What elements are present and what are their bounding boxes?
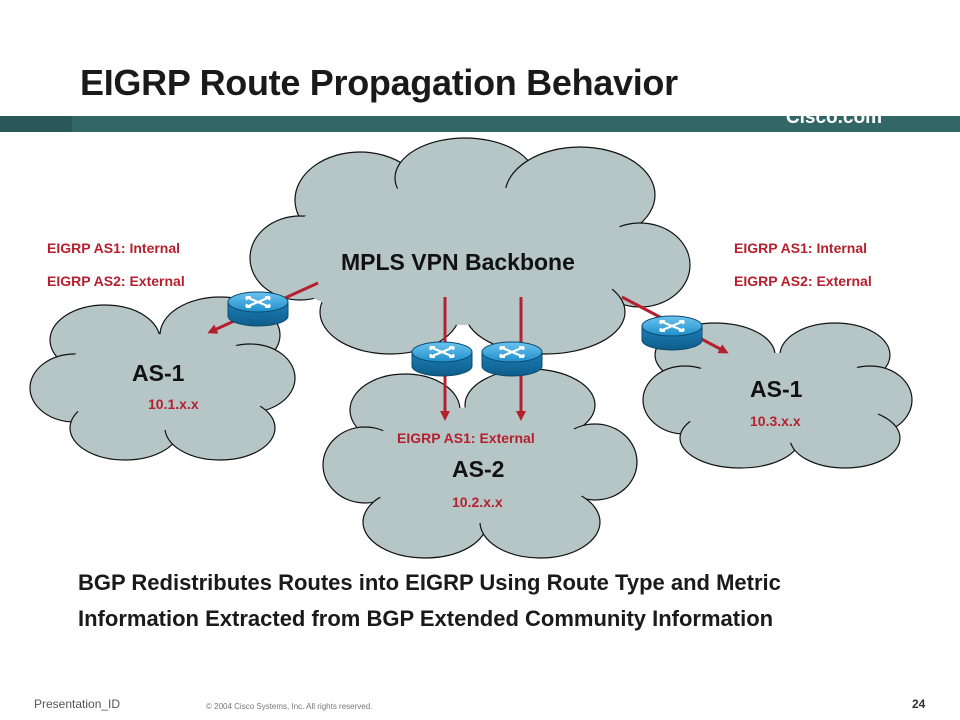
left-annotation-line1: EIGRP AS1: Internal [47, 240, 181, 256]
copyright-text: © 2004 Cisco Systems, Inc. All rights re… [206, 702, 373, 711]
right-annotation-line2: EIGRP AS2: External [734, 273, 872, 289]
left-site-prefix: 10.1.x.x [148, 396, 199, 412]
right-site-name: AS-1 [750, 376, 803, 402]
center-pe-router-2-icon [480, 340, 544, 378]
center-pe-router-1-icon [410, 340, 474, 378]
left-site-name: AS-1 [132, 360, 185, 386]
right-site-cloud [642, 322, 913, 469]
right-site-prefix: 10.3.x.x [750, 413, 801, 429]
left-site-cloud [29, 296, 296, 461]
center-site-name: AS-2 [452, 456, 505, 482]
brand-label: Cisco.com [785, 107, 882, 128]
header-bar-accent [0, 116, 72, 132]
center-annotation: EIGRP AS1: External [397, 430, 535, 446]
right-pe-router-icon [640, 314, 704, 352]
page-number: 24 [912, 697, 926, 711]
header-bar [0, 116, 960, 132]
left-annotation-line2: EIGRP AS2: External [47, 273, 185, 289]
left-pe-router-icon [226, 290, 290, 328]
center-site-prefix: 10.2.x.x [452, 494, 503, 510]
backbone-cloud [249, 137, 691, 355]
backbone-label: MPLS VPN Backbone [341, 249, 575, 275]
center-site-cloud [322, 368, 638, 559]
presentation-id: Presentation_ID [34, 697, 121, 711]
right-annotation-line1: EIGRP AS1: Internal [734, 240, 868, 256]
summary-text: BGP Redistributes Routes into EIGRP Usin… [78, 570, 781, 631]
slide-title: EIGRP Route Propagation Behavior [80, 62, 678, 103]
